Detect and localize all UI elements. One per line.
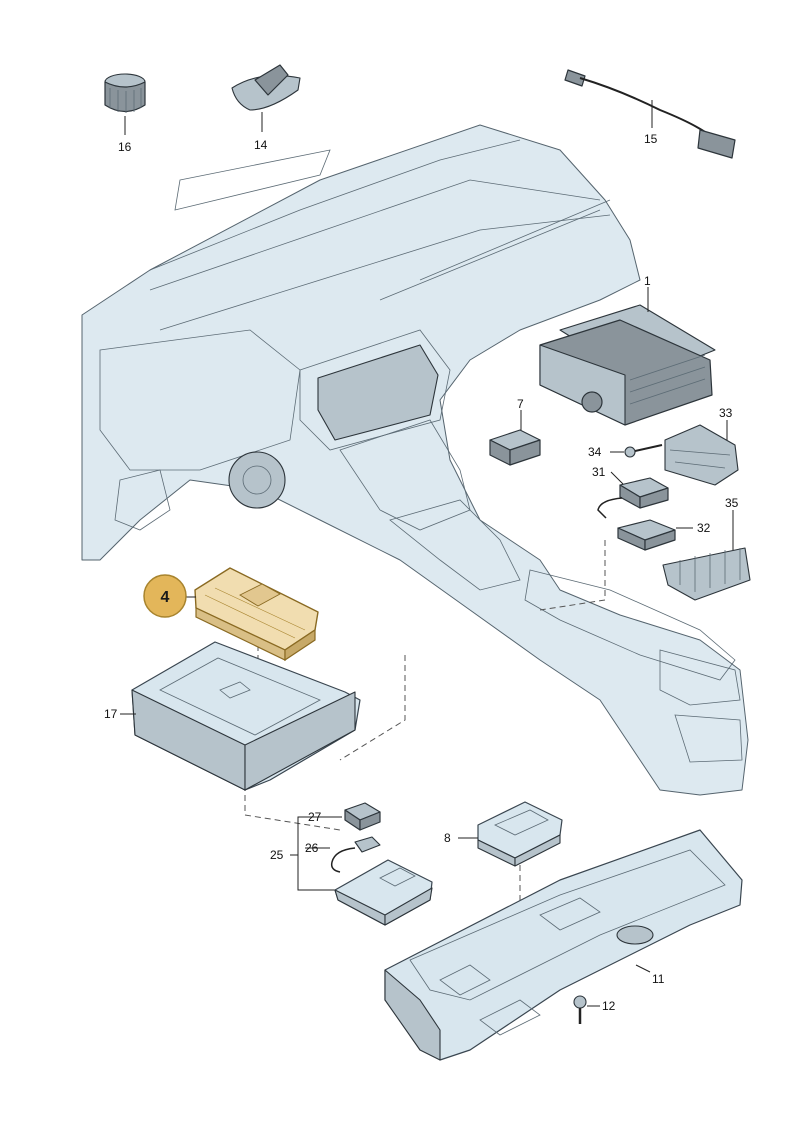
- callout-8: 8: [444, 831, 451, 845]
- part-27: [344, 802, 381, 831]
- part-34: [610, 444, 663, 458]
- part-33: [664, 420, 739, 486]
- callout-12: 12: [602, 999, 616, 1013]
- part-17: [120, 641, 361, 791]
- callout-33: 33: [719, 406, 733, 420]
- callout-16: 16: [118, 140, 132, 154]
- part-4-highlighted[interactable]: [194, 567, 319, 662]
- callout-31: 31: [592, 465, 606, 479]
- callout-17: 17: [104, 707, 118, 721]
- callout-25: 25: [270, 848, 284, 862]
- part-25-module: [334, 859, 433, 926]
- group-25-bracket: [290, 816, 342, 891]
- part-31: [597, 471, 669, 519]
- callout-26: 26: [305, 841, 319, 855]
- part-8: [458, 801, 563, 867]
- part-32: [617, 519, 693, 551]
- callout-11: 11: [652, 972, 665, 986]
- callout-35: 35: [725, 496, 739, 510]
- callout-14: 14: [254, 138, 268, 152]
- highlight-badge-label: 4: [161, 589, 170, 606]
- callout-7: 7: [517, 397, 524, 411]
- part-7: [489, 410, 541, 466]
- part-11: [384, 829, 743, 1061]
- dashboard-assembly: [81, 124, 749, 796]
- part-26: [330, 836, 381, 873]
- callout-1: 1: [644, 274, 651, 288]
- part-14: [231, 64, 301, 132]
- callout-27: 27: [308, 810, 322, 824]
- callout-32: 32: [697, 521, 711, 535]
- callout-34: 34: [588, 445, 602, 459]
- highlight-badge[interactable]: [143, 574, 187, 618]
- part-1: [539, 287, 716, 426]
- part-15: [564, 69, 736, 159]
- callout-15: 15: [644, 132, 658, 146]
- part-35: [662, 510, 751, 601]
- part-12: [573, 995, 600, 1024]
- part-16: [104, 73, 146, 135]
